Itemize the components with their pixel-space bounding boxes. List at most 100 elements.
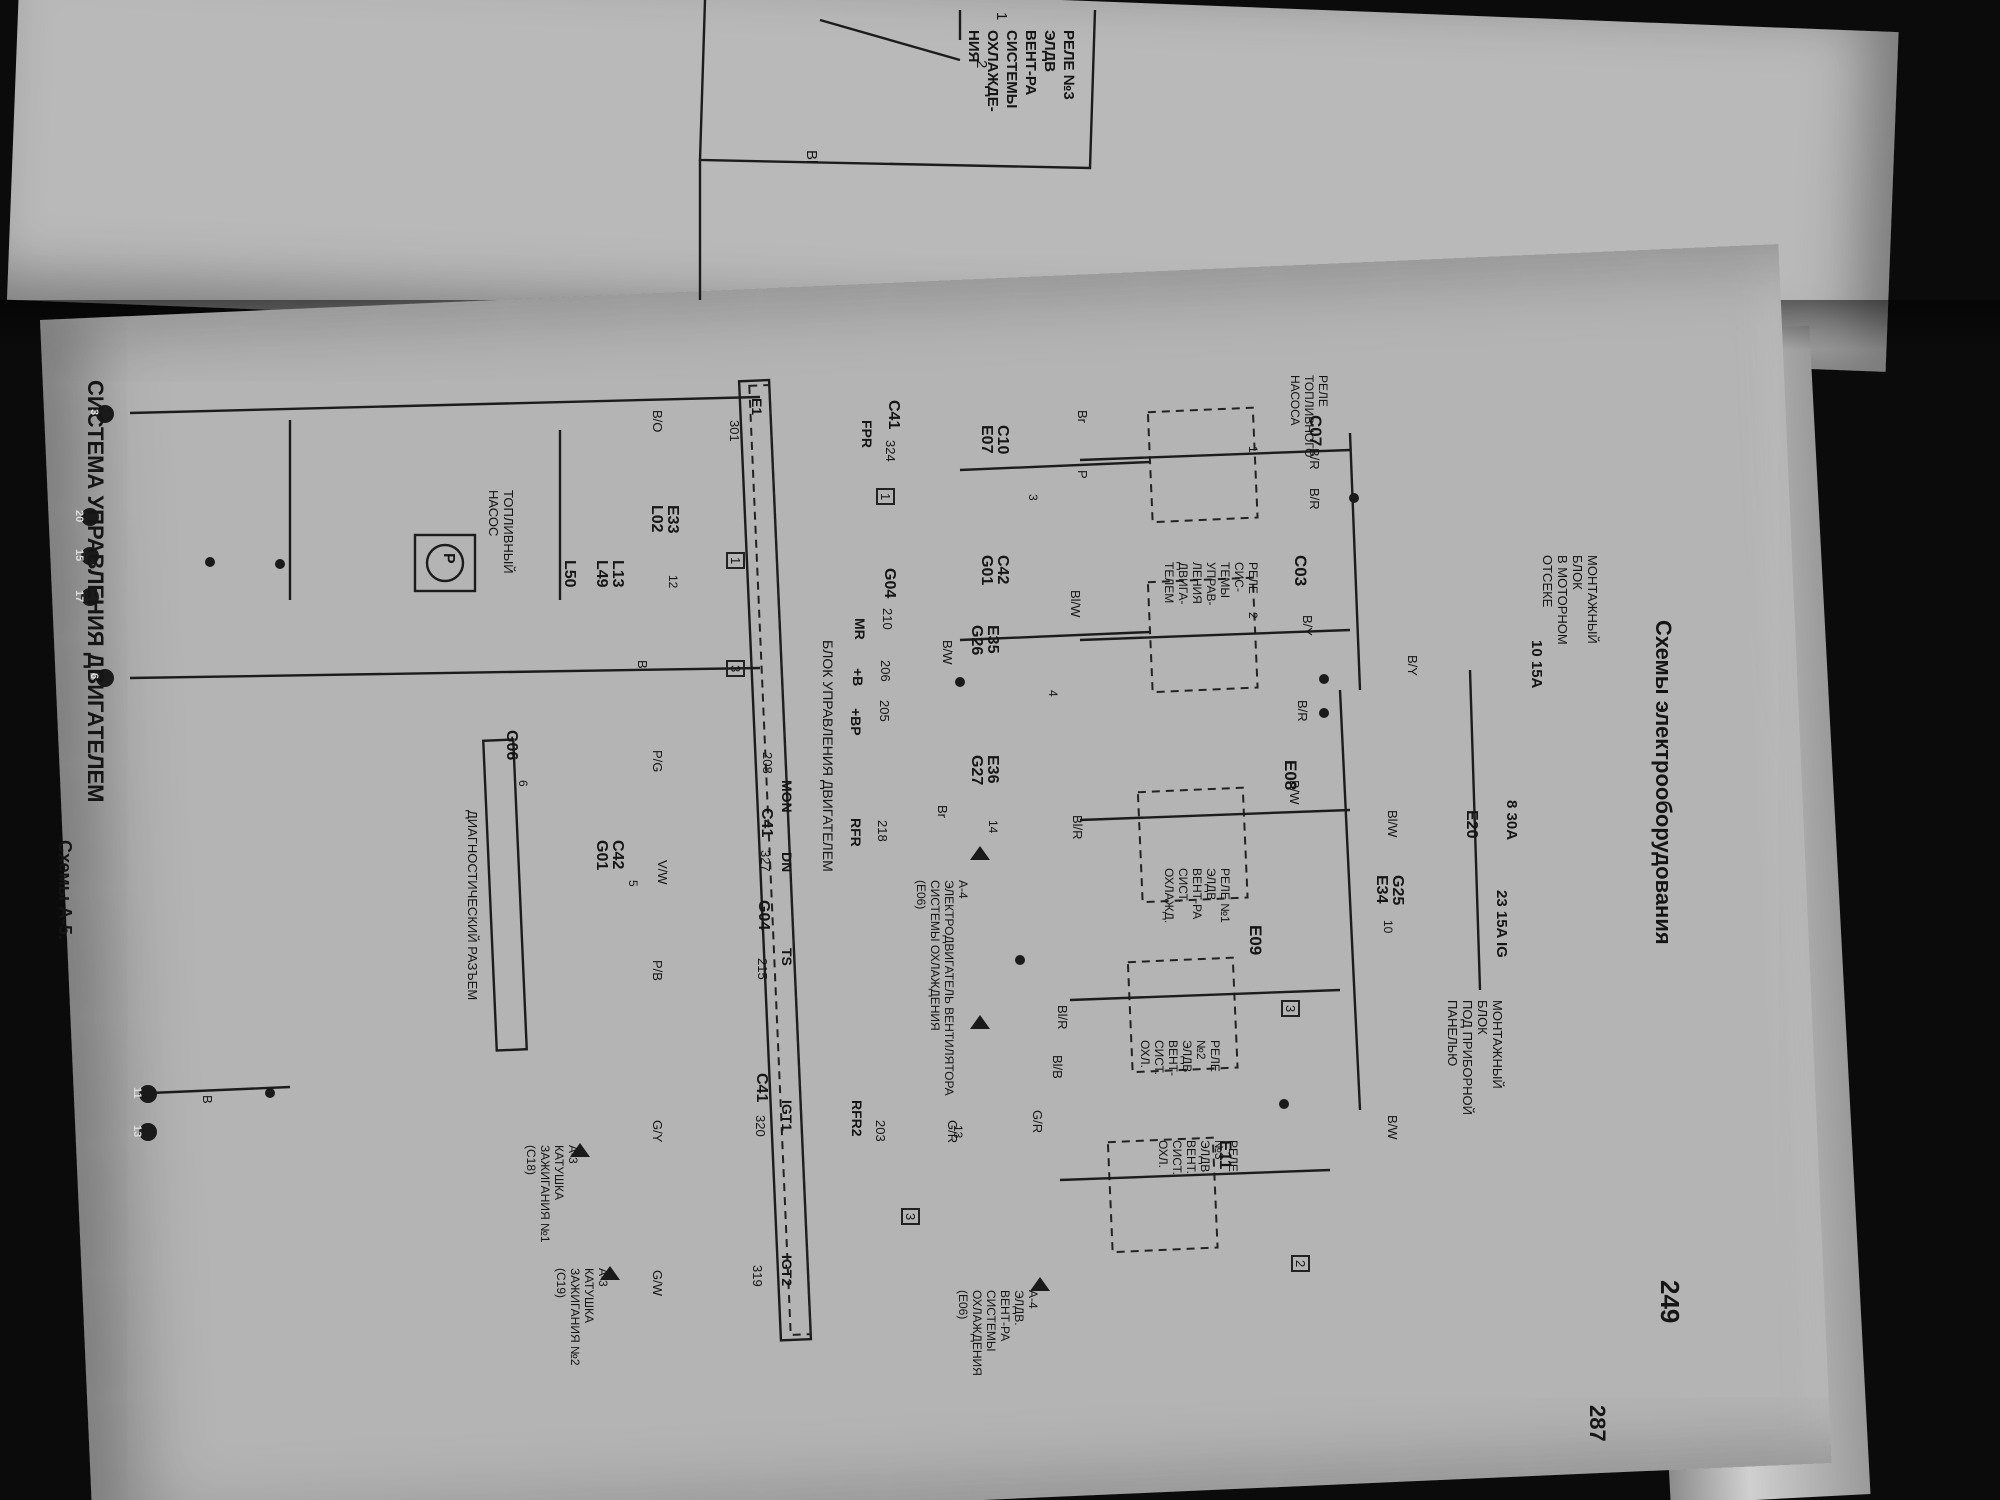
wire-label: Br [1075, 410, 1090, 423]
connector-code: L50 [561, 560, 578, 588]
pin-digit: 14 [986, 820, 1000, 834]
wire-label: Bl/R [1070, 815, 1085, 840]
fuel-pump-symbol: P [440, 553, 457, 564]
relay-connector-c03: C03 [1291, 555, 1310, 587]
ignition-coil2-label: А-3 КАТУШКА ЗАЖИГАНИЯ №2 (C19) [554, 1268, 610, 1366]
wire-label: B/W [1385, 1115, 1400, 1140]
ecu-pinnum-208: 208 [760, 752, 775, 774]
wire-label: B/W [1287, 780, 1302, 805]
wire-label: B [200, 1095, 215, 1104]
ecu-pinnum-203: 203 [873, 1120, 888, 1142]
pin-digit: 6 [516, 780, 530, 787]
wire-label: Bl/W [1385, 810, 1400, 838]
wire-label: G/Y [650, 1120, 665, 1143]
fan-motor-label: А-4 ЭЛЕКТРОДВИГАТЕЛЬ ВЕНТИЛЯТОРА СИСТЕМЫ… [914, 880, 970, 1096]
ecu-conn-c41-c: C41 [753, 1073, 770, 1103]
boxed-ref: 3 [901, 1208, 920, 1226]
ecu-pinnum-301: 301 [727, 420, 742, 442]
fan-relay3-label: РЕЛЕ №3 ЭЛДВ ВЕНТ. СИСТ. ОХЛ. [1156, 1140, 1240, 1175]
control-relay-label: РЕЛЕ СИС- ТЕМЫ УПРАВ- ЛЕНИЯ ДВИГА- ТЕЛЕМ [1162, 562, 1260, 606]
relay-connector-e09: E09 [1246, 925, 1265, 956]
wire-label: B/R [1307, 448, 1322, 470]
ground-ref: 20 [73, 510, 85, 523]
wire-label: B/R [1307, 488, 1322, 510]
page-number: 249 [1655, 1280, 1685, 1324]
ecu-pinnum-215: 215 [755, 958, 770, 980]
ecu-pin-rfr: RFR [848, 818, 864, 847]
ecu-pinnum-327: 327 [758, 850, 773, 872]
ground-ref: 11 [131, 1087, 143, 1099]
ecu-conn-g04-b: G04 [755, 900, 772, 931]
ecu-pin-ts: TS [779, 948, 795, 966]
wire-label: Br [935, 805, 950, 818]
connector-code: G06 [503, 730, 520, 761]
ground-ref: 6 [88, 673, 100, 680]
wire-label: B/R [1295, 700, 1310, 722]
pin-digit: 2 [1246, 612, 1260, 619]
ecu-conn-c41-a: C41 [885, 400, 902, 430]
ecu-pin-mon: MON [779, 780, 795, 813]
wire-label: G/W [650, 1270, 665, 1296]
ground-ref: 17 [73, 590, 85, 603]
ecu-pin-dn: DN [779, 852, 795, 873]
boxed-ref: 1 [876, 488, 895, 506]
wire-label: B/W [940, 640, 955, 665]
wire-label: B/Y [1300, 615, 1315, 636]
boxed-ref: 3 [726, 660, 745, 678]
ecu-pinnum-320: 320 [753, 1115, 768, 1137]
wire-label: P/G [650, 750, 665, 773]
diagnostic-connector-label: ДИАГНОСТИЧЕСКИЙ РАЗЪЕМ [465, 810, 480, 1001]
ground-ref: 3 [88, 409, 100, 416]
wire-label: V/W [655, 860, 670, 885]
pin-digit: 13 [951, 1125, 965, 1139]
boxed-ref: 3 [1281, 1000, 1300, 1018]
ecu-pinnum-206: 206 [878, 660, 893, 682]
wire-label: B [635, 660, 650, 669]
wire-label: P [1075, 470, 1090, 479]
ground-ref: 15 [73, 549, 85, 562]
boxed-ref: 1 [726, 552, 745, 570]
ecu-pinnum-210: 210 [880, 608, 895, 630]
ecu-pinnum-218: 218 [875, 820, 890, 842]
ecu-conn-c41-b: C41 [758, 808, 775, 838]
pin-digit: 1 [1246, 446, 1260, 453]
ground-ref: 13 [131, 1125, 143, 1138]
pin-digit: 3 [1026, 494, 1040, 501]
ecu-conn-g04-a: G04 [881, 568, 898, 599]
pin-digit: 12 [666, 575, 680, 589]
wire-label: Bl/B [1050, 1055, 1065, 1079]
fuel-pump-relay-label: РЕЛЕ ТОПЛИВНОГО НАСОСА [1288, 375, 1330, 458]
ecu-pin-bp: +BP [848, 708, 864, 736]
fuse-8: 8 30A [1503, 800, 1520, 841]
pin-digit: 5 [626, 880, 640, 887]
fuel-pump-label: ТОПЛИВНЫЙ НАСОС [486, 490, 516, 574]
corner-page-number: 287 [1585, 1405, 1610, 1442]
ecu-pin-igt2: IGT2 [779, 1255, 795, 1287]
fan-motor2-label: А-4 ЭЛДВ. ВЕНТ-РА СИСТЕМЫ ОХЛАЖДЕНИЯ (E0… [956, 1290, 1040, 1376]
engine-fuse-block-label: МОНТАЖНЫЙ БЛОК В МОТОРНОМ ОТСЕКЕ [1540, 555, 1600, 645]
boxed-ref: 2 [1291, 1255, 1310, 1273]
pin-digit: 4 [1046, 690, 1060, 697]
ecu-pin-mr: MR [852, 618, 868, 640]
header-title: Схемы электрооборудования [1651, 620, 1676, 945]
footer-caption: Схемы А-5. [55, 840, 75, 941]
ecu-pin-b: +B [850, 668, 866, 687]
wire-label: B/O [650, 410, 665, 433]
ecu-label: БЛОК УПРАВЛЕНИЯ ДВИГАТЕЛЕМ [820, 640, 836, 872]
fan-relay1-label: РЕЛЕ №1 ЭЛДВ ВЕНТ-РА СИСТ. ОХЛАЖД. [1162, 868, 1232, 924]
panel-fuse-block-label: МОНТАЖНЫЙ БЛОК ПОД ПРИБОРНОЙ ПАНЕЛЬЮ [1445, 1000, 1505, 1115]
pin-digit: 10 [1381, 920, 1395, 934]
wire-label: Bl/R [1055, 1005, 1070, 1030]
ecu-pinnum-324: 324 [883, 440, 898, 462]
fuse-23: 23 15A IG [1493, 890, 1510, 958]
connector-code: E20 [1463, 810, 1480, 839]
